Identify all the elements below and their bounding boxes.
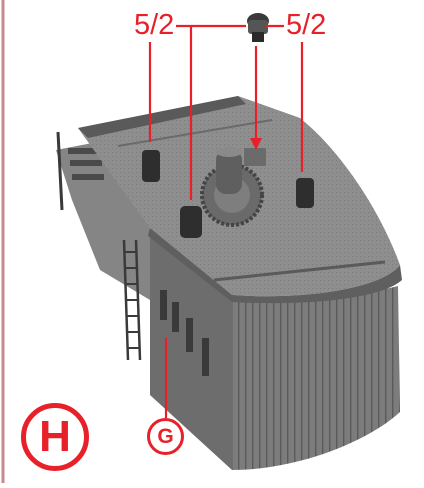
cab-window	[202, 338, 209, 376]
dome-box	[244, 148, 266, 166]
railing	[68, 148, 100, 154]
step-marker: H	[21, 403, 89, 471]
arrow-head	[250, 138, 262, 150]
drive-dome	[216, 150, 242, 194]
subassembly-callout: G	[147, 418, 184, 455]
ladder-rungs	[124, 251, 139, 349]
roof-seam	[213, 260, 386, 282]
cab-window	[160, 290, 167, 320]
loose-part-icon	[247, 13, 269, 42]
roof-seam	[117, 119, 273, 147]
cab-window	[172, 302, 179, 332]
roof-lip	[148, 228, 402, 304]
leader-lines	[148, 24, 304, 418]
railing	[72, 174, 104, 180]
cab-window	[186, 318, 193, 352]
railing-post	[56, 131, 64, 211]
fitting-part	[142, 150, 314, 238]
cab-front-wall	[232, 286, 400, 470]
dome-top	[216, 147, 242, 157]
part-number-right: 5/2	[286, 9, 327, 41]
railing	[70, 160, 102, 166]
part-number-left: 5/2	[134, 9, 175, 41]
roof-edge	[78, 96, 246, 138]
